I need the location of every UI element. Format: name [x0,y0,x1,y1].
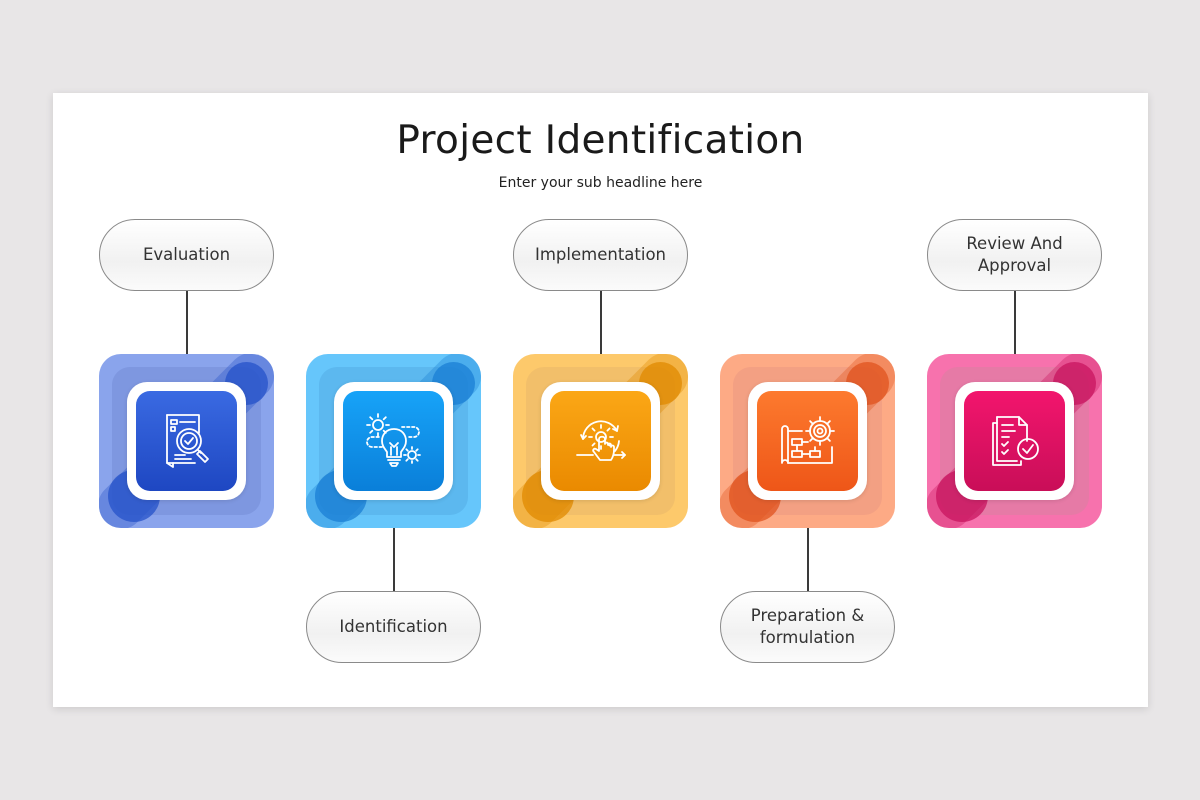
step-card-identification [306,354,481,528]
connector-line [393,528,395,591]
step-card-evaluation [99,354,274,528]
connector-line [600,291,602,354]
slide: Project Identification Enter your sub he… [53,93,1148,707]
step-label-preparation: Preparation & formulation [720,591,895,663]
connector-line [1014,291,1016,354]
step-label-evaluation: Evaluation [99,219,274,291]
step-card-review [927,354,1102,528]
blueprint-gear-icon [780,416,835,464]
slide-subtitle: Enter your sub headline here [498,175,703,191]
documents-approved-icon [991,416,1039,466]
lightbulb-gears-icon [365,413,421,467]
step-label-identification: Identification [306,591,481,663]
step-label-implementation: Implementation [513,219,688,291]
step-label-review: Review And Approval [927,219,1102,291]
gear-touch-cycle-icon [575,420,626,461]
step-card-preparation [720,354,895,528]
connector-line [186,291,188,354]
document-search-check-icon [165,414,209,468]
connector-line [807,528,809,591]
slide-title: Project Identification [396,118,805,163]
step-card-implementation [513,354,688,528]
